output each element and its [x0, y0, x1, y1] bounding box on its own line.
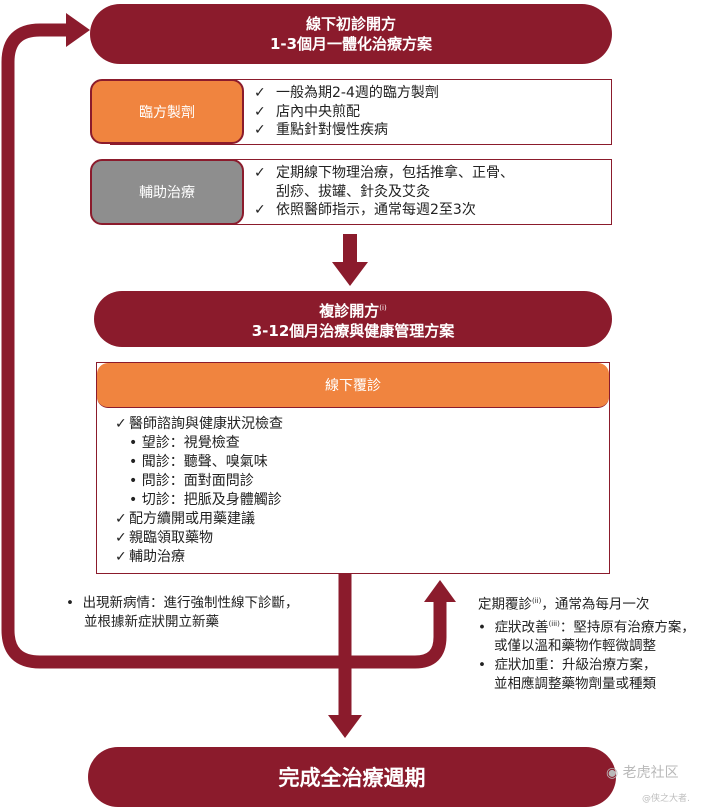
list-item: ✓定期線下物理治療，包括推拿、正骨、: [254, 165, 514, 181]
auxiliary-tag: 輔助治療: [90, 159, 244, 225]
bullet-icon: •: [129, 454, 138, 470]
footnote-marker: (ii): [532, 597, 542, 605]
sub-item: • 聞診：聽聲、嗅氣味: [129, 454, 268, 470]
stage2-title: 複診開方(i): [319, 301, 387, 320]
stage1-subtitle: 1-3個月一體化治療方案: [269, 35, 433, 53]
return-arrowhead: [424, 580, 456, 602]
loop-back-line: [1, 23, 345, 669]
list-item: ✓親臨領取藥物: [115, 530, 213, 546]
list-item: ✓一般為期2-4週的臨方製劑: [254, 85, 439, 101]
watermark-sub: @侠之大者.: [642, 794, 690, 804]
followup-list: ✓醫師諮詢與健康狀況檢查 • 望診：視覺檢查 • 聞診：聽聲、嗅氣味 • 問診：…: [115, 415, 283, 567]
final-banner: 完成全治療週期: [88, 747, 616, 807]
prescription-list: ✓一般為期2-4週的臨方製劑 ✓店內中央煎配 ✓重點針對慢性疾病: [254, 84, 439, 140]
check-icon: ✓: [115, 549, 127, 565]
check-icon: ✓: [115, 416, 127, 432]
footnote-marker: (iii): [548, 619, 560, 628]
check-icon: ✓: [254, 122, 266, 138]
bullet-icon: •: [478, 657, 486, 673]
list-item: ✓依照醫師指示，通常每週2至3次: [254, 202, 476, 218]
prescription-tag: 臨方製劑: [90, 79, 244, 144]
check-icon: ✓: [115, 530, 127, 546]
list-item: ✓配方續開或用藥建議: [115, 511, 255, 527]
list-item: ✓店內中央煎配: [254, 103, 360, 120]
check-icon: ✓: [254, 202, 266, 218]
bullet-icon: •: [129, 435, 138, 451]
loop-arrowhead: [66, 13, 90, 47]
footnote-marker: (i): [379, 303, 387, 312]
list-item: ✓重點針對慢性疾病: [254, 122, 388, 138]
stage1-title: 線下初診開方: [305, 15, 396, 33]
final-label: 完成全治療週期: [278, 766, 426, 790]
new-condition-note: • 出現新病情：進行強制性線下診斷， 並根據新症狀開立新藥: [66, 595, 299, 630]
watermark: ◉ 老虎社区: [606, 765, 679, 781]
bullet-icon: •: [129, 473, 138, 489]
list-item: ✓輔助治療: [115, 549, 185, 565]
bullet-icon: •: [478, 619, 486, 635]
down-arrowhead-bottom: [328, 715, 362, 738]
stage1-banner: 線下初診開方 1-3個月一體化治療方案: [90, 4, 612, 64]
list-item: ✓醫師諮詢與健康狀況檢查: [115, 416, 283, 432]
followup-card: 線下覆診 ✓醫師諮詢與健康狀況檢查 • 望診：視覺檢查 • 聞診：聽聲、嗅氣味 …: [96, 362, 610, 574]
check-icon: ✓: [254, 85, 266, 101]
check-icon: ✓: [115, 511, 127, 527]
stage2-subtitle: 3-12個月治療與健康管理方案: [251, 321, 455, 340]
followup-header: 線下覆診: [97, 363, 609, 408]
auxiliary-list: ✓定期線下物理治療，包括推拿、正骨、 刮痧、拔罐、針灸及艾灸 ✓依照醫師指示，通…: [254, 164, 514, 220]
bullet-icon: •: [66, 595, 74, 611]
return-followup-line: [345, 600, 447, 669]
sub-item: • 望診：視覺檢查: [129, 435, 240, 451]
bullet-icon: •: [129, 492, 138, 508]
sub-item: • 問診：面對面問診: [129, 473, 254, 489]
check-icon: ✓: [254, 103, 266, 120]
check-icon: ✓: [254, 165, 266, 181]
sub-item: • 切診：把脈及身體觸診: [129, 492, 282, 508]
tiger-logo-icon: ◉: [606, 765, 619, 781]
regular-followup-note: 定期覆診(ii)，通常為每月一次 • 症狀改善(iii)：堅持原有治療方案， 或…: [478, 596, 695, 693]
list-item-continuation: 刮痧、拔罐、針灸及艾灸: [276, 183, 430, 200]
middle-arrow-shaft: [343, 234, 357, 264]
middle-arrowhead: [332, 262, 368, 286]
stage2-banner: 複診開方(i) 3-12個月治療與健康管理方案: [94, 291, 612, 347]
